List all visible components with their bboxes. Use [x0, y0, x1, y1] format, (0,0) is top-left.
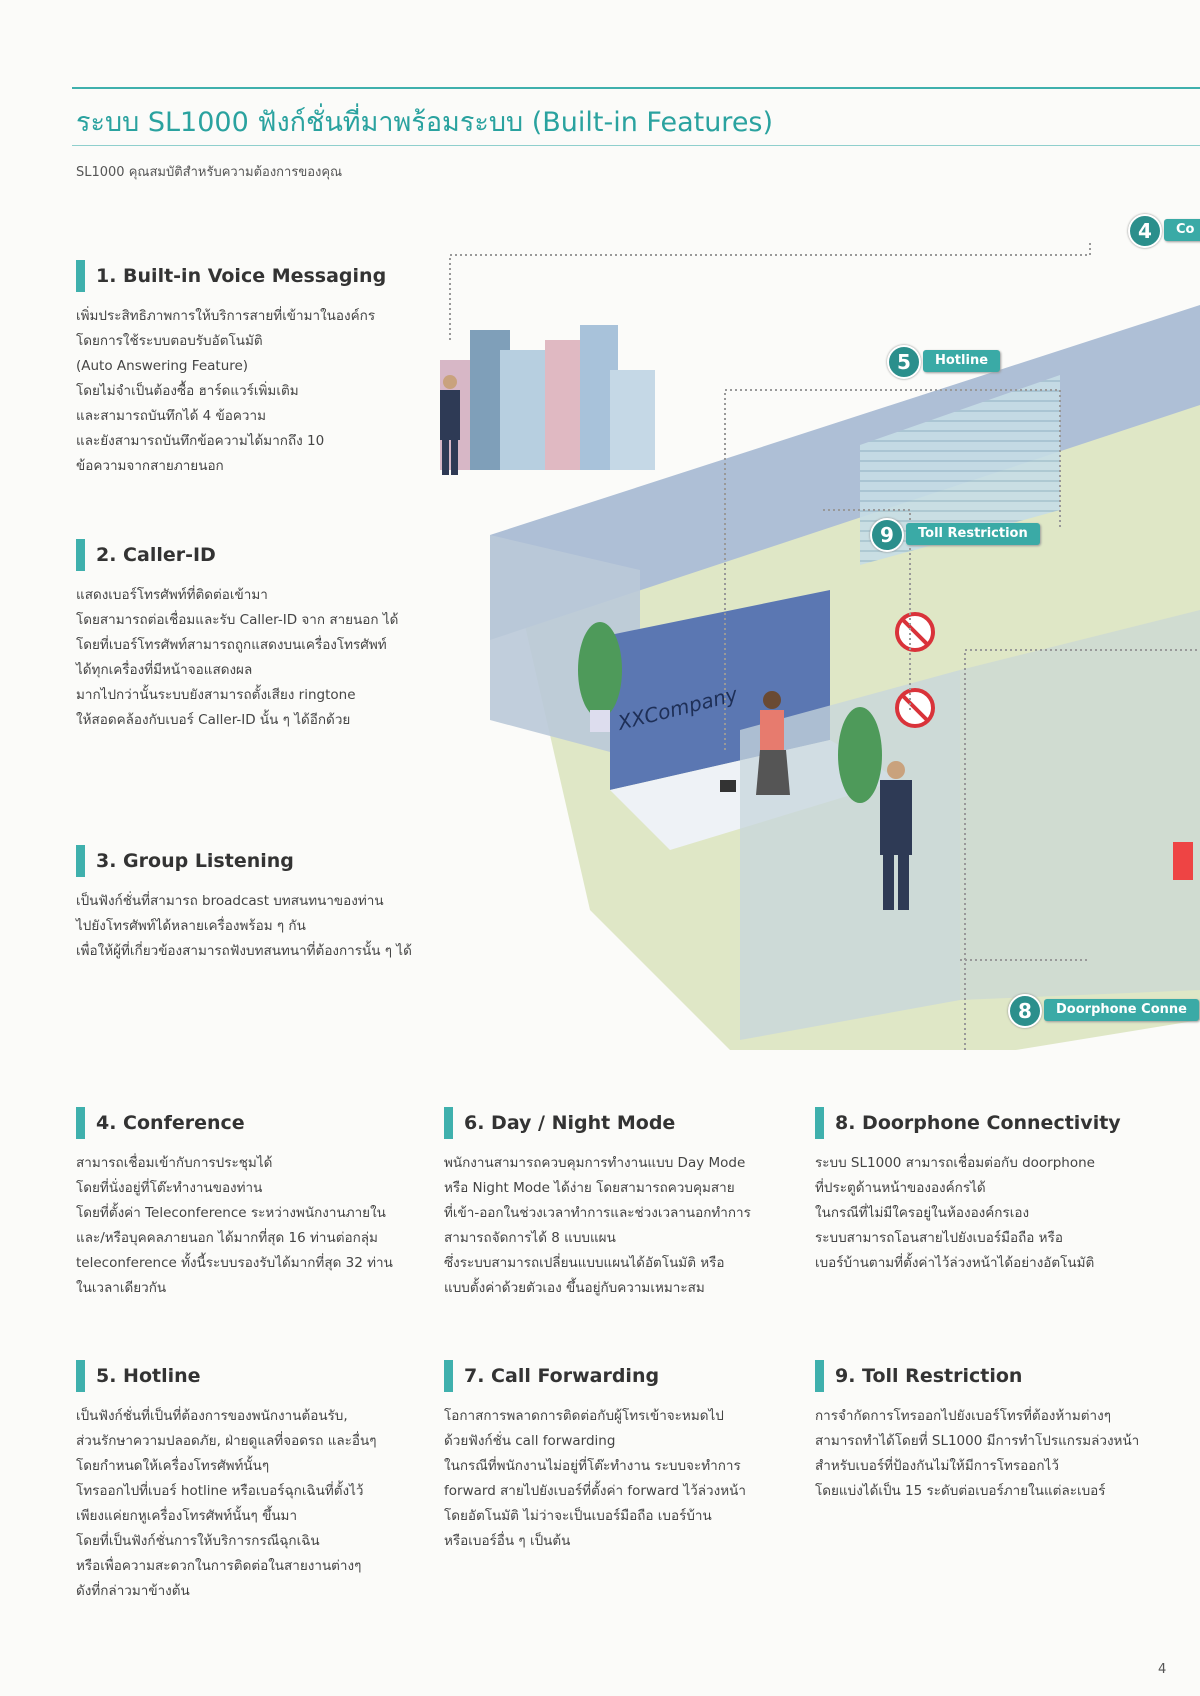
- section-hotline: 5. Hotline เป็นฟังก์ชั่นที่เป็นที่ต้องกา…: [76, 1360, 426, 1604]
- callout-label: Hotline: [923, 350, 1001, 372]
- callout-number: 5: [887, 345, 921, 379]
- section-caller-id: 2. Caller-ID แสดงเบอร์โทรศัพท์ที่ติดต่อเ…: [76, 539, 456, 733]
- visitor: [880, 761, 912, 910]
- callout-number: 4: [1128, 214, 1162, 248]
- section-heading: 5. Hotline: [76, 1360, 426, 1392]
- section-heading: 8. Doorphone Connectivity: [815, 1107, 1185, 1139]
- section-toll-restriction: 9. Toll Restriction การจำกัดการโทรออกไปย…: [815, 1360, 1185, 1504]
- city-buildings: [440, 325, 655, 470]
- section-group-listening: 3. Group Listening เป็นฟังก์ชั่นที่สามาร…: [76, 845, 466, 964]
- section-body: สามารถเชื่อมเข้ากับการประชุมได้ โดยที่นั…: [76, 1155, 393, 1296]
- no-call-icon: [895, 688, 935, 728]
- plant: [578, 622, 622, 718]
- section-body: เป็นฟังก์ชั่นที่เป็นที่ต้องการของพนักงาน…: [76, 1408, 377, 1599]
- connection-lines: [449, 240, 1200, 1050]
- section-doorphone-connectivity: 8. Doorphone Connectivity ระบบ SL1000 สา…: [815, 1107, 1185, 1276]
- hourglass-icon: [1173, 842, 1193, 880]
- section-heading: 2. Caller-ID: [76, 539, 456, 571]
- section-built-in-voice-messaging: 1. Built-in Voice Messaging เพิ่มประสิทธ…: [76, 260, 456, 479]
- callout-label: Co: [1164, 219, 1200, 241]
- page-number: 4: [1158, 1662, 1167, 1677]
- section-heading: 9. Toll Restriction: [815, 1360, 1185, 1392]
- section-body: แสดงเบอร์โทรศัพท์ที่ติดต่อเข้ามา โดยสามา…: [76, 587, 399, 728]
- section-body: ระบบ SL1000 สามารถเชื่อมต่อกับ doorphone…: [815, 1155, 1095, 1271]
- section-heading: 6. Day / Night Mode: [444, 1107, 794, 1139]
- section-day-night-mode: 6. Day / Night Mode พนักงานสามารถควบคุมก…: [444, 1107, 794, 1301]
- desk-phone-icon: [720, 780, 736, 792]
- callout-label: Doorphone Conne: [1044, 999, 1199, 1021]
- glass-partition: [740, 670, 960, 1040]
- callout-number: 9: [870, 518, 904, 552]
- section-body: การจำกัดการโทรออกไปยังเบอร์โทรที่ต้องห้า…: [815, 1408, 1140, 1499]
- section-heading: 3. Group Listening: [76, 845, 466, 877]
- shelving: [860, 375, 1060, 565]
- section-heading: 4. Conference: [76, 1107, 426, 1139]
- section-body: พนักงานสามารถควบคุมการทำงานแบบ Day Mode …: [444, 1155, 751, 1296]
- callout-number: 8: [1008, 994, 1042, 1028]
- glass-partition: [960, 610, 1200, 1000]
- office-illustration: XXCompany: [440, 240, 1200, 1050]
- section-body: เพิ่มประสิทธิภาพการให้บริการสายที่เข้ามา…: [76, 308, 376, 474]
- plant: [838, 707, 882, 803]
- receptionist: [756, 691, 790, 795]
- section-conference: 4. Conference สามารถเชื่อมเข้ากับการประช…: [76, 1107, 426, 1301]
- page-title: ระบบ SL1000 ฟังก์ชั่นที่มาพร้อมระบบ (Bui…: [76, 107, 774, 138]
- section-call-forwarding: 7. Call Forwarding โอกาสการพลาดการติดต่อ…: [444, 1360, 794, 1554]
- page-subtitle: SL1000 คุณสมบัติสำหรับความต้องการของคุณ: [76, 165, 343, 180]
- section-body: โอกาสการพลาดการติดต่อกับผู้โทรเข้าจะหมดไ…: [444, 1408, 746, 1549]
- header-top-rule: [72, 87, 1200, 89]
- callout-label: Toll Restriction: [906, 523, 1040, 545]
- section-heading: 1. Built-in Voice Messaging: [76, 260, 456, 292]
- section-heading: 7. Call Forwarding: [444, 1360, 794, 1392]
- plant-pot: [590, 710, 610, 732]
- person-standing: [440, 375, 460, 475]
- no-call-icon: [895, 612, 935, 652]
- section-body: เป็นฟังก์ชั่นที่สามารถ broadcast บทสนทนา…: [76, 893, 412, 959]
- header-bottom-rule: [72, 145, 1200, 146]
